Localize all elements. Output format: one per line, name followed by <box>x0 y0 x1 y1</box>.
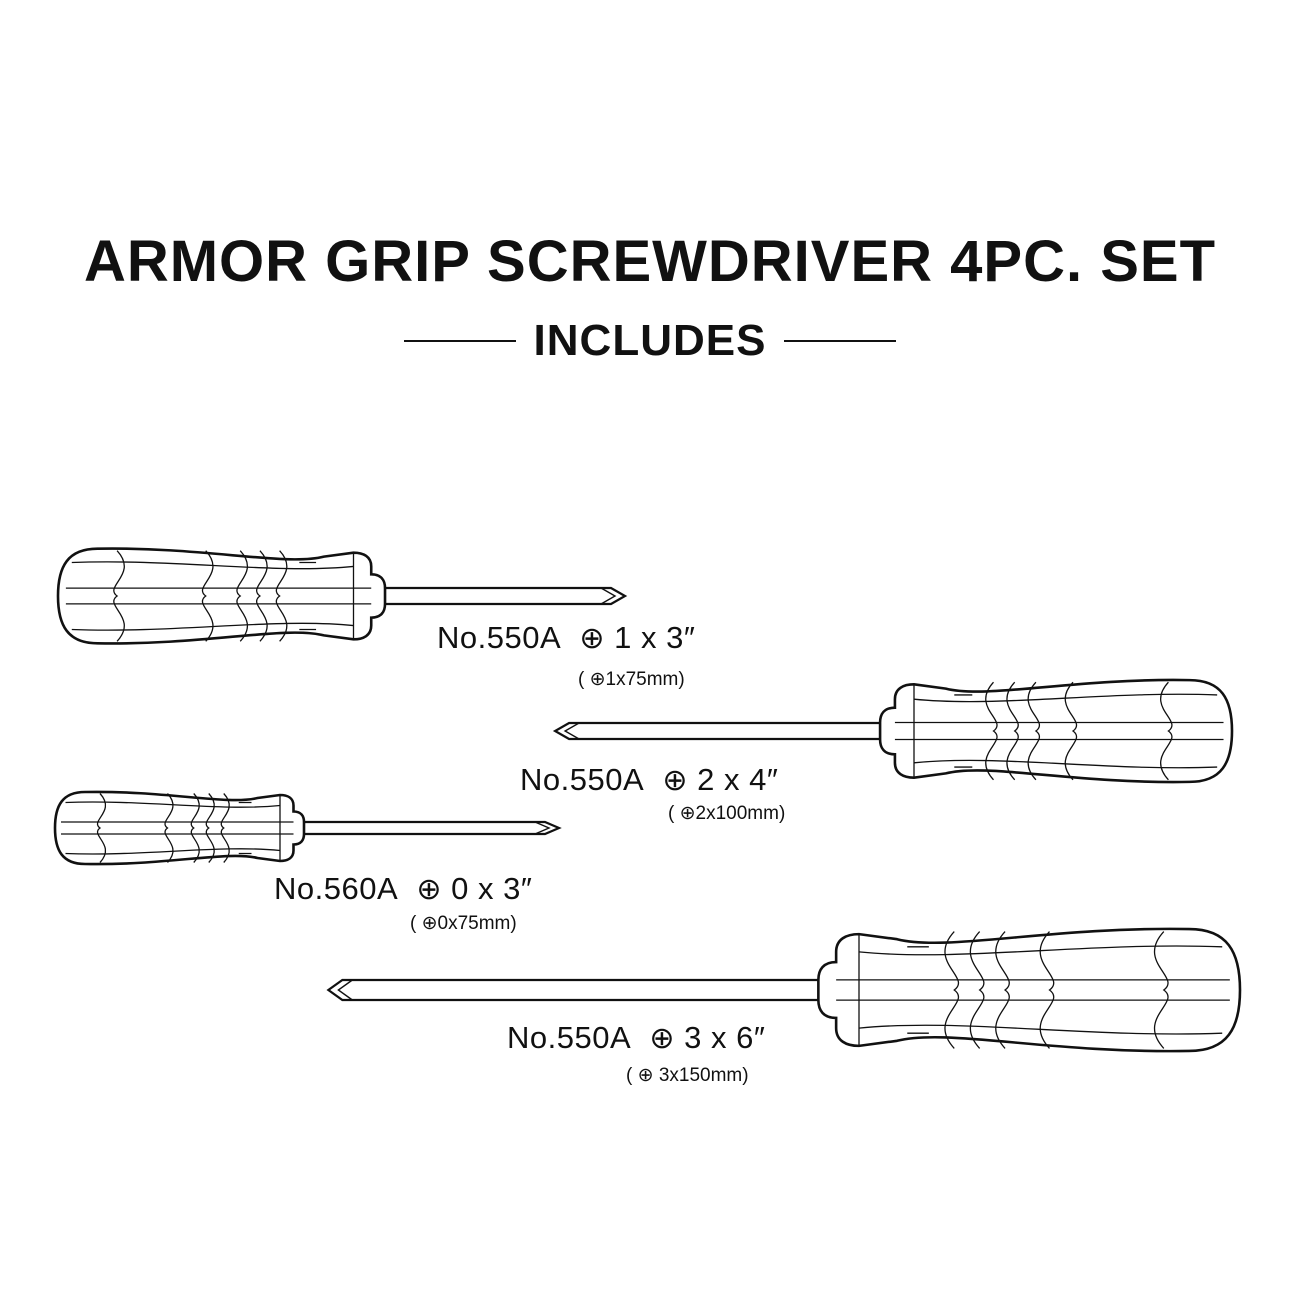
screwdriver-2-illustration <box>555 680 1232 782</box>
size-inch: 3 x 6″ <box>684 1020 766 1055</box>
phillips-icon: ⊕ <box>679 803 696 824</box>
item-4-label: No.550A ⊕ 3 x 6″ <box>507 1020 765 1056</box>
screwdriver-1-illustration <box>58 549 625 644</box>
model-number: No.560A <box>274 871 399 906</box>
divider-left <box>403 340 516 342</box>
item-4-metric: ( ⊕ 3x150mm) <box>626 1065 749 1086</box>
phillips-icon: ⊕ <box>416 873 443 906</box>
handle <box>880 680 1232 782</box>
size-inch: 0 x 3″ <box>451 871 533 906</box>
model-number: No.550A <box>520 762 645 797</box>
shaft <box>555 723 881 739</box>
size-inch: 1 x 3″ <box>614 620 696 655</box>
handle <box>58 549 385 644</box>
item-2-metric: ( ⊕2x100mm) <box>668 803 786 824</box>
model-number: No.550A <box>507 1020 632 1055</box>
model-number: No.550A <box>437 620 562 655</box>
size-inch: 2 x 4″ <box>697 762 779 797</box>
page-title: ARMOR GRIP SCREWDRIVER 4PC. SET <box>83 229 1217 294</box>
item-1-metric: ( ⊕1x75mm) <box>578 669 685 690</box>
screwdriver-3-illustration <box>55 792 559 864</box>
shaft <box>304 822 559 834</box>
item-3-label: No.560A ⊕ 0 x 3″ <box>274 871 532 907</box>
phillips-icon: ⊕ <box>421 913 438 934</box>
phillips-icon: ⊕ <box>649 1022 676 1055</box>
shaft <box>328 980 819 1000</box>
phillips-icon: ⊕ <box>637 1065 654 1086</box>
shaft <box>385 588 625 604</box>
subtitle: INCLUDES <box>533 316 767 365</box>
item-3-metric: ( ⊕0x75mm) <box>410 913 517 934</box>
phillips-icon: ⊕ <box>589 669 606 690</box>
phillips-icon: ⊕ <box>662 764 689 797</box>
handle <box>55 792 304 864</box>
subtitle-row: INCLUDES <box>0 316 1300 366</box>
item-2-label: No.550A ⊕ 2 x 4″ <box>520 762 778 798</box>
handle <box>818 929 1240 1051</box>
divider-right <box>784 340 897 342</box>
screwdriver-4-illustration <box>328 929 1240 1051</box>
phillips-icon: ⊕ <box>579 622 606 655</box>
item-1-label: No.550A ⊕ 1 x 3″ <box>437 620 695 656</box>
